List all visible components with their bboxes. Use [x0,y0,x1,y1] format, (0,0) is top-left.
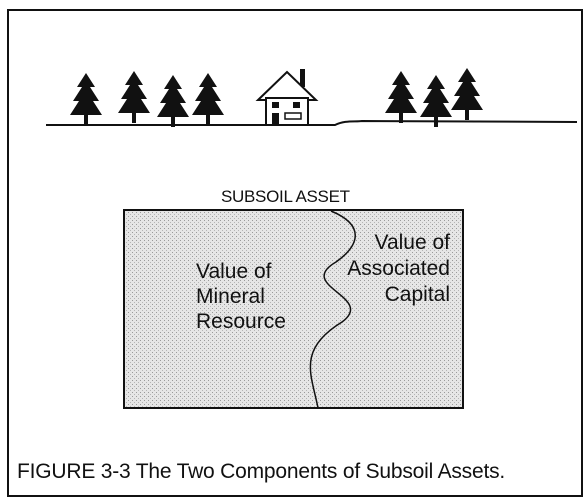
house-icon [255,69,319,126]
component-divider [309,210,356,409]
tree-icon [420,75,452,127]
right-region-label-line1: Value of [374,231,451,254]
tree-icon [192,73,224,125]
figure-frame [7,9,583,497]
tree-icon [157,75,189,127]
subsoil-asset-block [123,209,464,409]
tree-icon [118,71,150,123]
right-region-label-line3: Capital [384,283,450,306]
left-region-label-line2: Mineral [196,285,265,308]
tree-icon [451,68,483,120]
asset-title: SUBSOIL ASSET [221,187,350,206]
tree-icon [385,71,417,123]
right-region-label-line2: Associated [347,257,450,280]
ground-line [46,119,578,126]
figure-caption: FIGURE 3-3 The Two Components of Subsoil… [17,460,506,483]
left-region-label-line3: Resource [196,310,286,333]
left-region-label-line1: Value of [196,260,272,283]
tree-icon [70,73,102,125]
